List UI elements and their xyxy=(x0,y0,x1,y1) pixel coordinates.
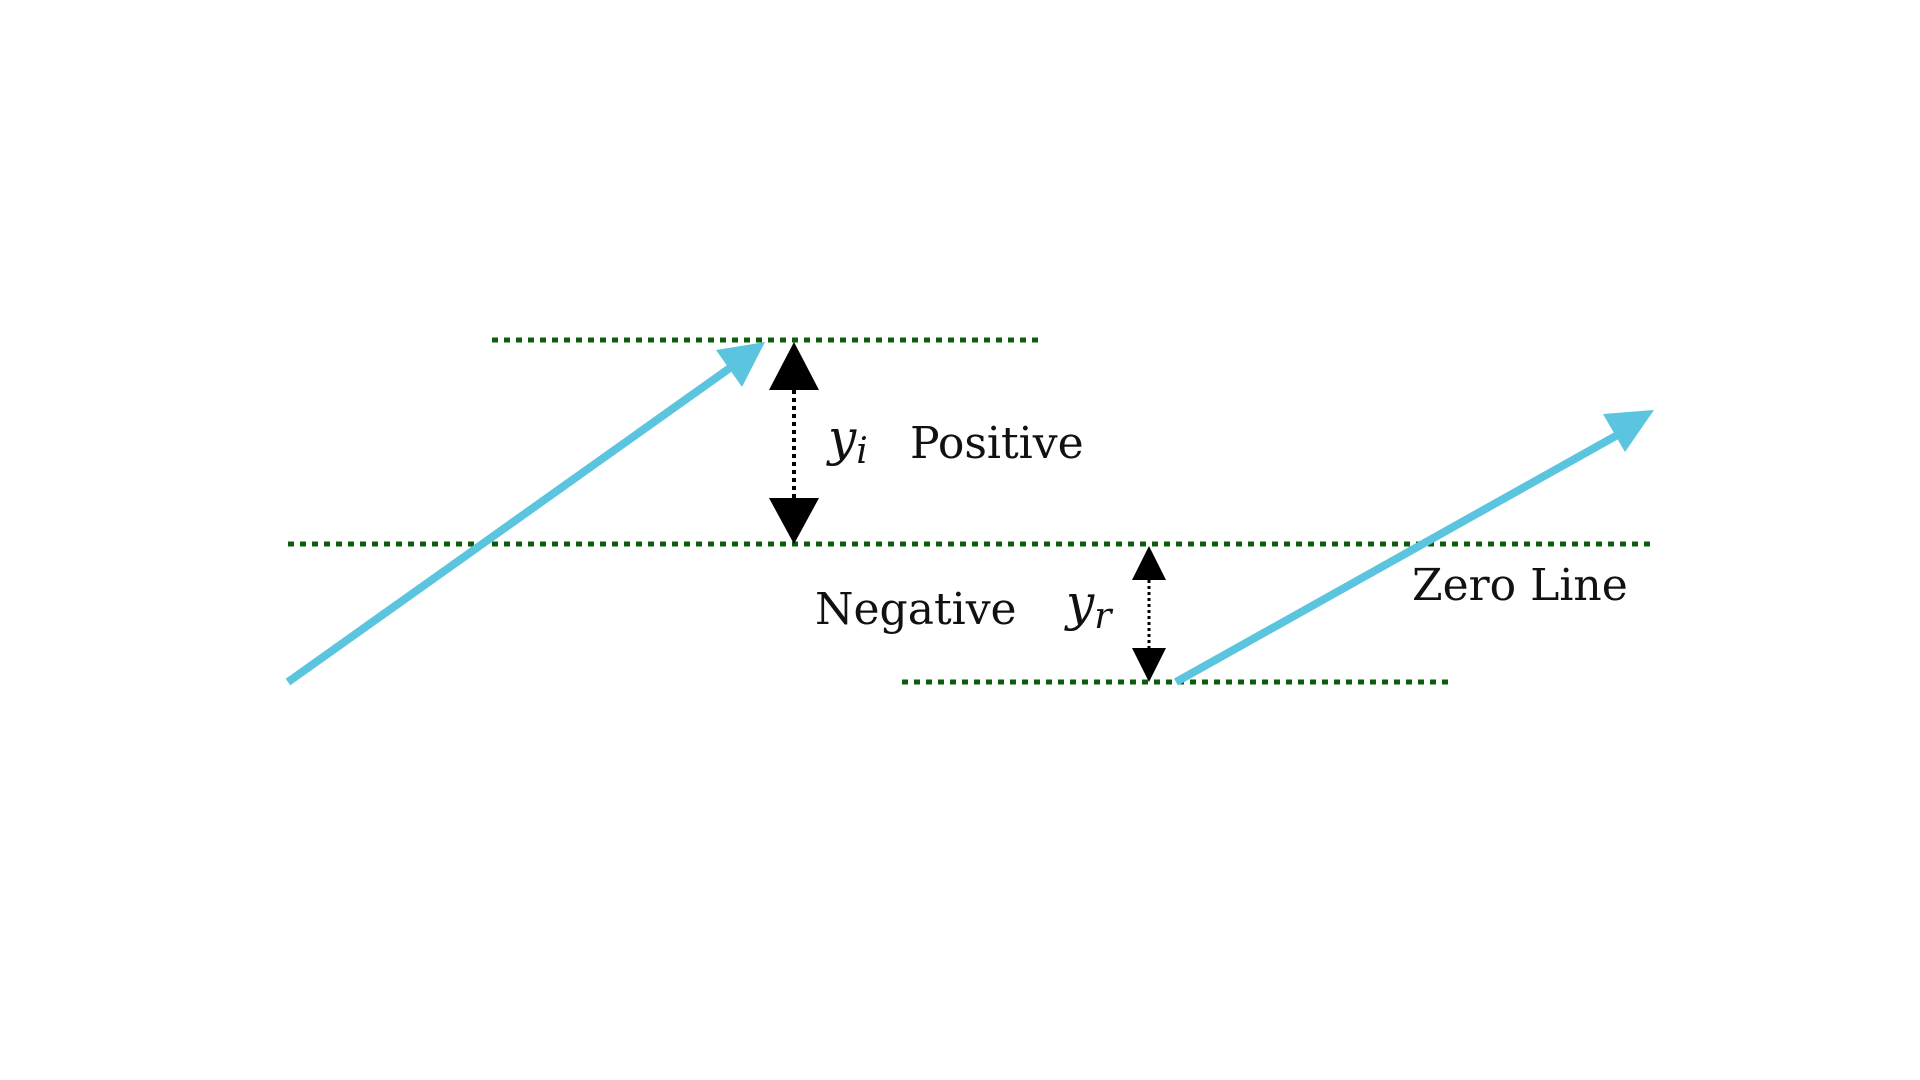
yr-symbol-subscript: r xyxy=(1094,596,1113,637)
yr-symbol: yr xyxy=(1064,574,1113,637)
yi-symbol-base: y xyxy=(826,409,857,467)
yi-symbol: yi xyxy=(826,409,868,472)
reflected-vector-shaft xyxy=(1174,424,1632,686)
incident-vector-shaft xyxy=(285,354,747,686)
zero-line-label: Zero Line xyxy=(1412,560,1628,611)
yi-arrowhead-up xyxy=(769,342,819,390)
yr-arrowhead-down xyxy=(1132,648,1166,682)
incident-vector-head xyxy=(716,342,765,387)
yr-arrowhead-up xyxy=(1132,546,1166,580)
yr-symbol-base: y xyxy=(1064,574,1095,632)
positive-label: Positive xyxy=(910,418,1084,469)
yi-symbol-subscript: i xyxy=(856,431,868,472)
negative-label: Negative xyxy=(815,584,1017,635)
reflected-vector-head xyxy=(1603,410,1654,452)
yi-arrowhead-down xyxy=(769,498,819,544)
